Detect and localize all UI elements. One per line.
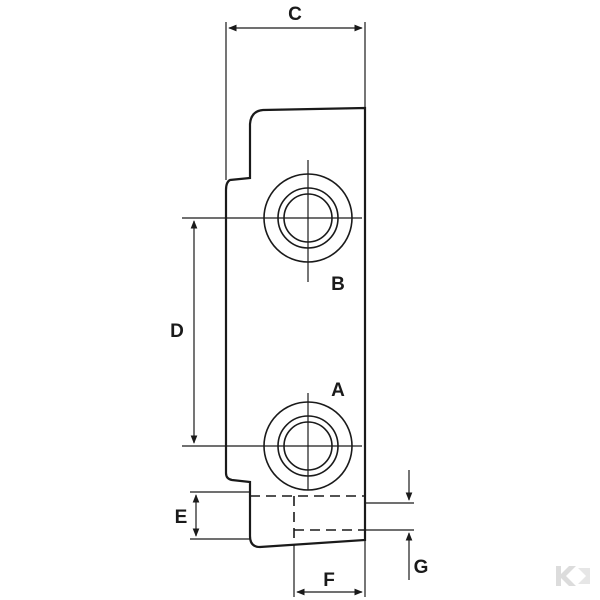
dimension-g [365,470,414,580]
k-logo-watermark-icon [556,566,590,586]
dimension-f [293,541,366,597]
label-b: B [331,274,345,295]
label-d: D [170,321,184,342]
label-e: E [175,507,188,528]
dimension-c [225,22,366,180]
label-c: C [288,4,302,25]
hole-b [263,160,353,282]
label-g: G [414,557,429,578]
label-a: A [331,380,345,401]
bracket-body [224,106,367,549]
label-f: F [323,570,335,591]
dimension-e [190,491,250,540]
hole-a [263,393,353,491]
hidden-bore [250,495,365,546]
